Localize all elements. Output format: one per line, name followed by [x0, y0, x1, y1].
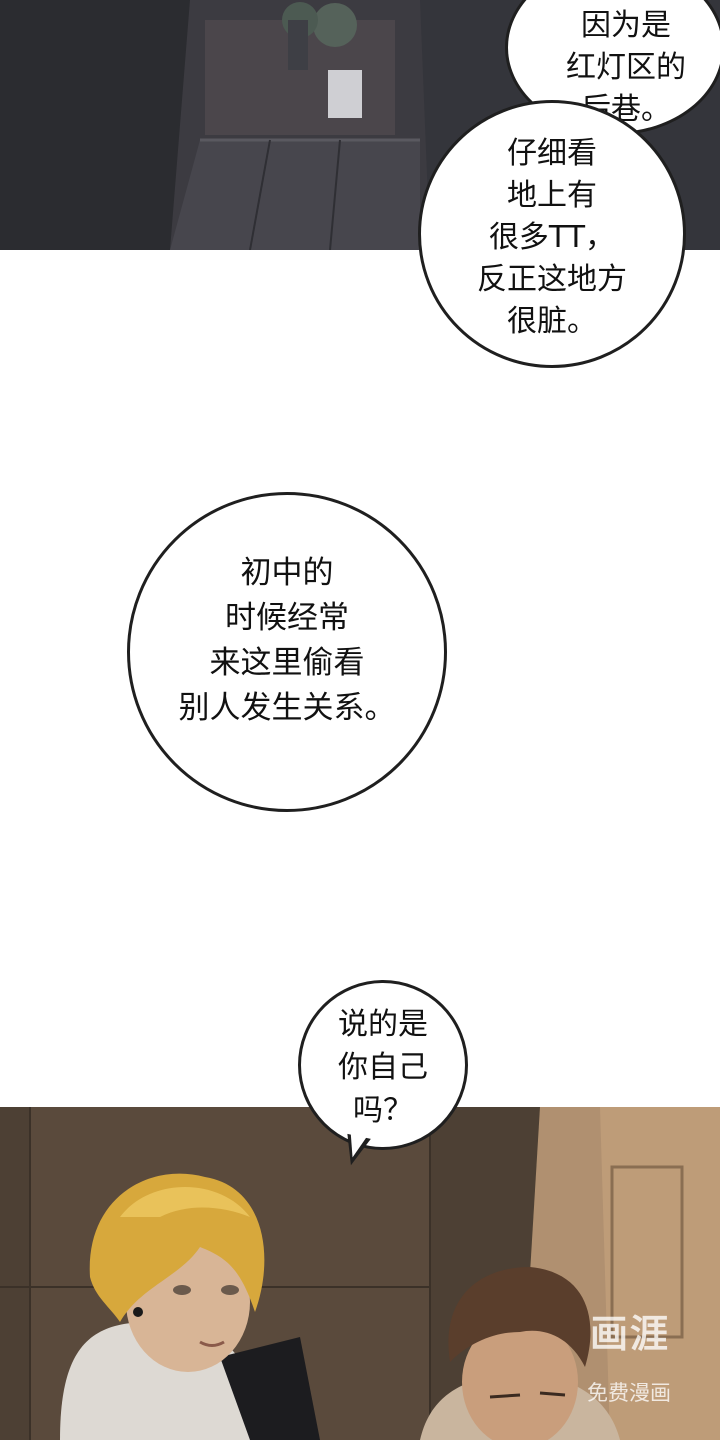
- bottom-panel-characters: [0, 1107, 720, 1440]
- bubble-text-top-a: 因为是 红灯区的 后巷。: [566, 8, 686, 127]
- watermark-subtitle: 免费漫画: [587, 1381, 671, 1405]
- bubble-text-middle: 初中的 时候经常 来这里偷看 别人发生关系。: [178, 555, 396, 726]
- bubble-text-bottom: 说的是 你自己 吗？: [338, 1007, 428, 1128]
- speech-bubble-middle: 初中的 时候经常 来这里偷看 别人发生关系。: [127, 492, 447, 812]
- alley-illustration: [0, 0, 720, 250]
- bubble-text-top-b: 仔细看 地上有 很多TT， 反正这地方 很脏。: [477, 136, 627, 339]
- characters-illustration: [0, 1107, 720, 1440]
- speech-bubble-bottom: 说的是 你自己 吗？: [298, 980, 468, 1150]
- watermark-logo: 画涯: [589, 1312, 670, 1356]
- speech-bubble-top-b: 仔细看 地上有 很多TT， 反正这地方 很脏。: [418, 100, 686, 368]
